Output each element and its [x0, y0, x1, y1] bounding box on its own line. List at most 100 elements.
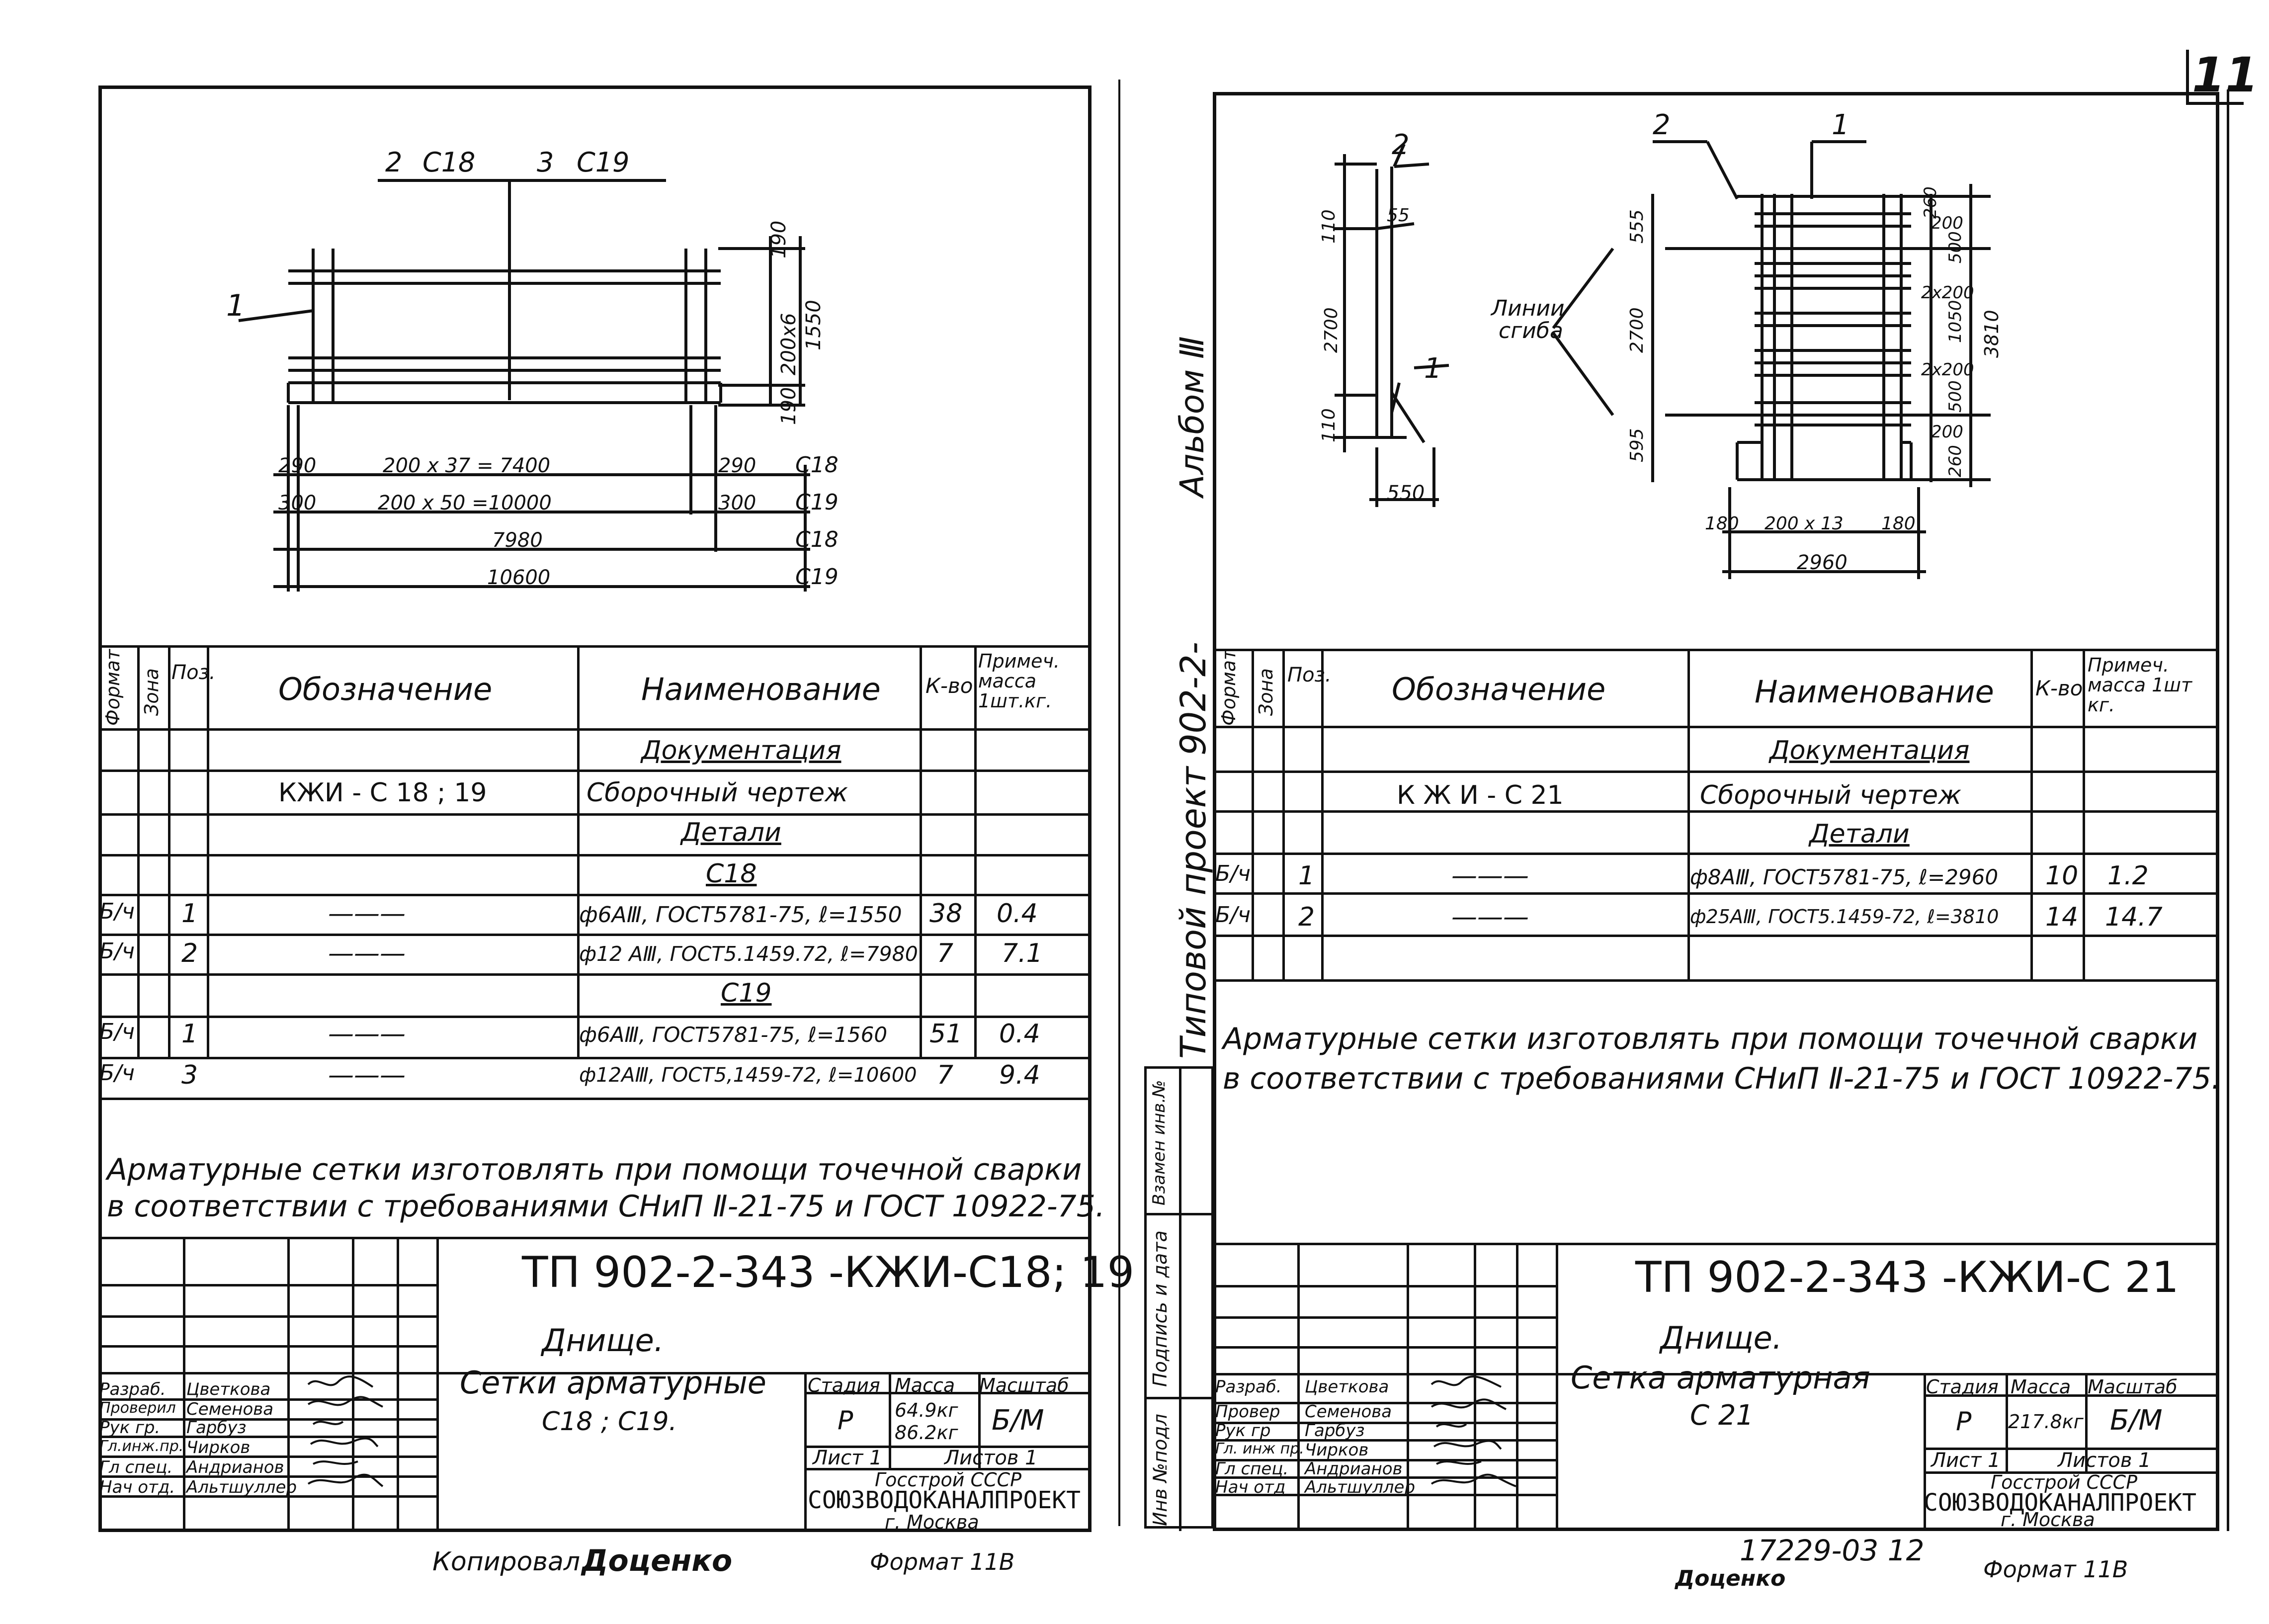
right-row5-note: 14.7 — [2105, 902, 2163, 932]
left-row6-designation: ——— — [328, 939, 406, 968]
dim-c19b: С19 — [795, 564, 839, 590]
left-title-1: Днище. — [542, 1322, 664, 1359]
left-row9-qty: 7 — [937, 1060, 954, 1090]
r-d200b: 200 — [1931, 422, 1963, 442]
right-role-4: Гл спец. — [1215, 1459, 1289, 1479]
left-org3: г. Москва — [885, 1511, 979, 1533]
right-signatures — [1430, 1375, 1516, 1487]
left-row6-pos: 2 — [181, 939, 198, 968]
r-p2a: 2 — [1392, 129, 1410, 161]
left-th-qty: К-во — [925, 674, 973, 698]
left-row8-designation: ——— — [328, 1019, 406, 1049]
archive-number: 17229-03 12 — [1740, 1534, 1925, 1567]
left-row2-designation: КЖИ - С 18 ; 19 — [278, 778, 487, 808]
right-row5-designation: ——— — [1451, 902, 1529, 932]
r-lines-label-1: Линии — [1490, 296, 1565, 321]
right-sheets: Листов 1 — [2058, 1449, 2151, 1472]
right-th-note: Примеч. масса 1шт кг. — [2088, 654, 2192, 716]
left-name-2: Гарбуз — [186, 1418, 247, 1438]
right-outer-edge — [2227, 89, 2229, 1531]
right-th-pos: Поз. — [1287, 664, 1332, 686]
left-th-zone: Зона — [141, 668, 163, 716]
dim-10600: 10600 — [487, 566, 550, 589]
r-d2700b: 2700 — [1627, 307, 1647, 353]
right-stage: Р — [1956, 1407, 1972, 1437]
left-row5-pos: 1 — [181, 899, 198, 929]
side-stamp — [1144, 1066, 1216, 1531]
right-th-zone: Зона — [1255, 668, 1277, 716]
r-d110a: 110 — [1319, 209, 1339, 244]
right-row3-name: Детали — [1809, 819, 1910, 849]
left-stage: Р — [838, 1406, 853, 1436]
left-row5-fmt: Б/ч — [99, 899, 135, 924]
right-spec-table — [1213, 649, 2219, 982]
right-sheet: Лист 1 — [1931, 1449, 2001, 1472]
left-row3-name: Детали — [681, 818, 781, 848]
right-role-1: Провер — [1215, 1402, 1280, 1422]
right-row5-qty: 14 — [2045, 902, 2079, 932]
left-name-0: Цветкова — [186, 1379, 271, 1399]
left-copier: Доценко — [582, 1543, 733, 1578]
right-mass-header: Масса — [2011, 1376, 2071, 1398]
right-row4-note: 1.2 — [2107, 861, 2149, 891]
right-role-0: Разраб. — [1215, 1377, 1282, 1397]
right-row4-designation: ——— — [1451, 861, 1529, 891]
right-format: Формат 11В — [1983, 1556, 2128, 1583]
left-role-1: Проверил — [99, 1399, 176, 1417]
left-name-3: Чирков — [186, 1438, 251, 1457]
left-title-2: Сетки арматурные — [460, 1365, 766, 1401]
left-row9-name: ф12АⅢ, ГОСТ5,1459-72, ℓ=10600 — [579, 1064, 917, 1087]
r-d2x200b: 2х200 — [1921, 360, 1974, 380]
left-row8-name: ф6АⅢ, ГОСТ5781-75, ℓ=1560 — [579, 1023, 888, 1047]
r-d180a: 180 — [1705, 513, 1739, 534]
left-row5-designation: ——— — [328, 899, 406, 929]
right-name-1: Семенова — [1305, 1402, 1392, 1422]
right-row4-qty: 10 — [2045, 861, 2079, 891]
r-d260b: 260 — [1945, 445, 1965, 477]
left-title-3: С18 ; С19. — [542, 1407, 677, 1437]
c19-label: С19 — [577, 147, 629, 178]
right-th-format: Формат — [1218, 649, 1240, 726]
pos3-label: 3 — [537, 147, 554, 178]
c18-label: С18 — [422, 147, 475, 178]
right-scale: Б/М — [2110, 1404, 2163, 1437]
left-mass1: 64.9кг — [895, 1399, 958, 1421]
dim-c19a: С19 — [795, 490, 839, 515]
right-title-block — [1213, 1243, 2219, 1531]
left-sheets: Листов 1 — [944, 1447, 1038, 1469]
left-scale-header: Масштаб — [979, 1374, 1069, 1396]
left-row1-name: Документация — [641, 736, 841, 766]
right-note-line1: Арматурные сетки изготовлять при помощи … — [1223, 1022, 2198, 1056]
left-mass2: 86.2кг — [895, 1422, 958, 1444]
left-row4-name: С18 — [706, 859, 757, 889]
right-name-2: Гарбуз — [1305, 1421, 1365, 1441]
right-th-name: Наименование — [1755, 674, 1994, 710]
right-name-3: Чирков — [1305, 1440, 1369, 1460]
r-d180b: 180 — [1881, 513, 1916, 534]
right-mass1: 217.8кг — [2008, 1411, 2084, 1433]
right-th-designation: Обозначение — [1392, 671, 1606, 707]
r-d500a: 500 — [1945, 231, 1965, 263]
album-label: Альбом Ⅲ — [1173, 336, 1211, 497]
left-name-5: Альтшуллер — [186, 1477, 297, 1497]
dim-290b: 290 — [718, 454, 756, 477]
right-scale-header: Масштаб — [2088, 1376, 2178, 1398]
right-role-3: Гл. инж пр. — [1215, 1440, 1304, 1457]
left-row6-name: ф12 АⅢ, ГОСТ5.1459.72, ℓ=7980 — [579, 942, 918, 966]
left-org1: Госстрой СССР — [875, 1469, 1022, 1491]
dim-190a: 190 — [767, 221, 790, 258]
r-p2b: 2 — [1653, 109, 1671, 141]
r-d1050: 1050 — [1945, 300, 1965, 343]
r-d2700a: 2700 — [1321, 307, 1342, 353]
center-divider — [1118, 80, 1120, 1526]
r-d2x200a: 2х200 — [1921, 283, 1974, 303]
right-name-4: Андрианов — [1305, 1459, 1403, 1479]
right-row2-name: Сборочный чертеж — [1700, 780, 1961, 810]
left-copied-label: Копировал — [432, 1547, 581, 1577]
right-title-code: ТП 902-2-343 -КЖИ-С 21 — [1635, 1253, 2179, 1302]
left-mass-header: Масса — [895, 1374, 955, 1396]
r-d550: 550 — [1387, 482, 1425, 505]
dim-1550: 1550 — [802, 300, 825, 350]
left-name-4: Андрианов — [186, 1457, 284, 1477]
right-title-3: С 21 — [1690, 1399, 1754, 1432]
